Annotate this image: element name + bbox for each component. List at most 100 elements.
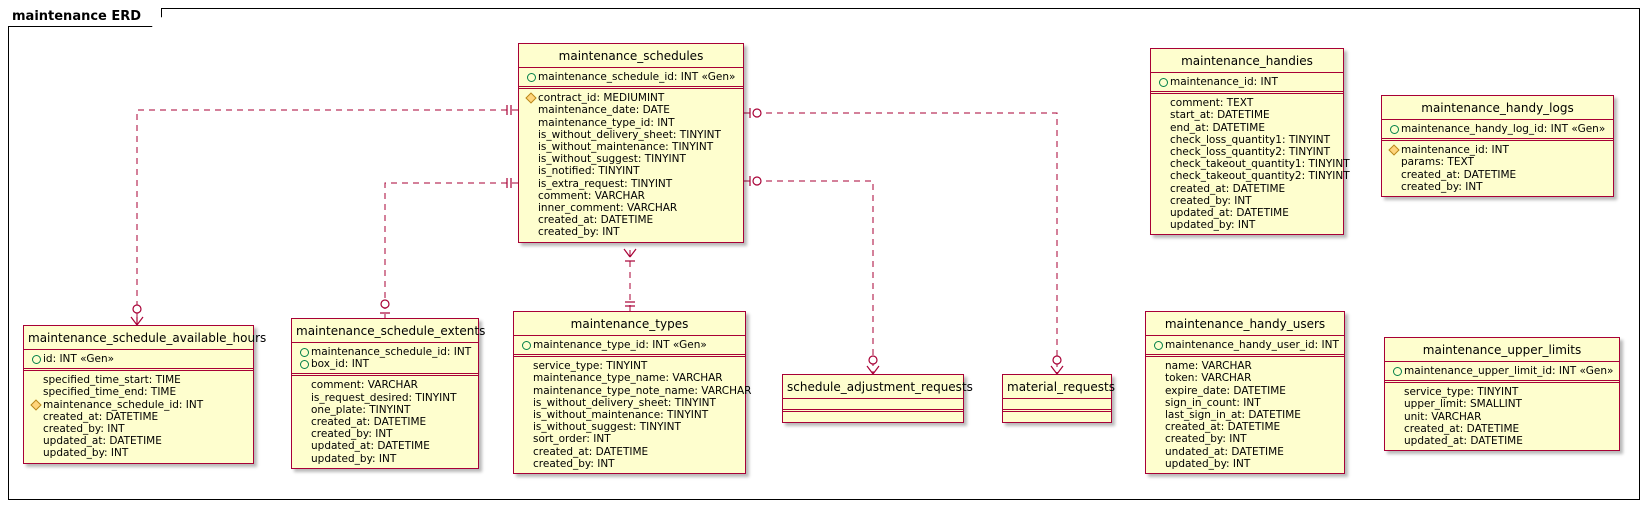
primary-key-field: id: INT «Gen» (30, 353, 249, 365)
entity-title: material_requests (1007, 380, 1115, 394)
crowfoot-mark (130, 316, 138, 326)
field-text: comment: VARCHAR (311, 379, 418, 392)
attribute-section (1003, 409, 1111, 422)
field-text: is_without_suggest: TINYINT (533, 421, 681, 434)
field-text: created_at: DATETIME (1404, 422, 1520, 435)
field-text: created_by: INT (1170, 194, 1252, 207)
field-text: updated_by: INT (1165, 457, 1251, 470)
zero-circle-mark (1052, 355, 1062, 365)
primary-key-field: maintenance_upper_limit_id: INT «Gen» (1391, 365, 1615, 377)
field-text: is_without_maintenance: TINYINT (533, 409, 709, 422)
field-text: maintenance_handy_user_id: INT (1165, 339, 1339, 351)
attribute-field: created_at: DATETIME (1157, 183, 1339, 195)
diagram-frame (8, 8, 1640, 500)
field-text: maintenance_type_name: VARCHAR (533, 372, 723, 385)
attribute-field: expire_date: DATETIME (1152, 385, 1340, 397)
attribute-field: is_without_suggest: TINYINT (520, 421, 741, 433)
zero-circle-mark (132, 304, 142, 314)
attribute-field: is_without_delivery_sheet: TINYINT (520, 397, 741, 409)
field-text: service_type: TINYINT (533, 360, 648, 373)
field-text: is_without_delivery_sheet: TINYINT (533, 396, 716, 409)
field-text: maintenance_schedule_id: INT «Gen» (538, 71, 736, 83)
entity-maintenance-schedules[interactable]: maintenance_schedules maintenance_schedul… (518, 43, 744, 243)
field-text: start_at: DATETIME (1170, 109, 1270, 122)
attribute-field: unit: VARCHAR (1391, 411, 1615, 423)
entity-maintenance-handy-logs[interactable]: maintenance_handy_logs maintenance_handy_… (1381, 95, 1614, 198)
field-text: maintenance_type_id: INT «Gen» (533, 339, 707, 351)
field-text: end_at: DATETIME (1170, 121, 1265, 134)
entity-title: maintenance_handy_users (1164, 317, 1326, 331)
primary-key-field: maintenance_schedule_id: INT (298, 346, 474, 358)
field-text: specified_time_end: TIME (43, 386, 177, 399)
field-text: created_at: DATETIME (1165, 421, 1281, 434)
crowfoot-mark (872, 365, 880, 375)
attribute-field: updated_at: DATETIME (1391, 435, 1615, 447)
entity-title: maintenance_handy_logs (1421, 101, 1574, 115)
attribute-field: sort_order: INT (520, 433, 741, 445)
field-text: created_at: DATETIME (1170, 182, 1286, 195)
attribute-field: updated_by: INT (298, 453, 474, 465)
attribute-field: params: TEXT (1388, 156, 1609, 168)
field-text: updated_at: DATETIME (1170, 207, 1289, 220)
field-text: maintenance_handy_log_id: INT «Gen» (1401, 123, 1606, 135)
attribute-field: created_by: INT (1157, 195, 1339, 207)
field-text: created_by: INT (311, 428, 393, 441)
field-text: is_request_desired: TINYINT (311, 391, 457, 404)
primary-key-section: maintenance_handy_log_id: INT «Gen» (1382, 119, 1613, 138)
attribute-field: is_without_maintenance: TINYINT (525, 141, 739, 153)
field-text: created_by: INT (538, 226, 620, 239)
entity-maintenance-handy-users[interactable]: maintenance_handy_users maintenance_handy… (1145, 311, 1345, 475)
attribute-field: created_at: DATETIME (30, 411, 249, 423)
field-text: created_at: DATETIME (311, 416, 427, 429)
field-text: updated_by: INT (43, 447, 129, 460)
attribute-field: undated_at: DATETIME (1152, 446, 1340, 458)
zero-circle-mark (868, 355, 878, 365)
attribute-field: sign_in_count: INT (1152, 397, 1340, 409)
attribute-field: start_at: DATETIME (1157, 109, 1339, 121)
primary-key-field: maintenance_type_id: INT «Gen» (520, 339, 741, 351)
attribute-field: created_at: DATETIME (520, 446, 741, 458)
field-text: service_type: TINYINT (1404, 386, 1519, 399)
field-text: sign_in_count: INT (1165, 396, 1261, 409)
entity-schedule-adjustment-requests[interactable]: schedule_adjustment_requests (782, 374, 973, 423)
field-text: name: VARCHAR (1165, 360, 1252, 373)
attribute-field: updated_at: DATETIME (298, 440, 474, 452)
field-text: created_by: INT (533, 457, 615, 470)
entity-material-requests[interactable]: material_requests (1002, 374, 1115, 423)
field-text: is_without_delivery_sheet: TINYINT (538, 128, 721, 141)
field-text: specified_time_start: TIME (43, 374, 181, 387)
attribute-field: updated_by: INT (1152, 458, 1340, 470)
primary-key-section: maintenance_upper_limit_id: INT «Gen» (1385, 361, 1619, 380)
primary-key-field: box_id: INT (298, 358, 474, 370)
zero-circle-mark (380, 299, 390, 309)
attribute-field: created_by: INT (520, 458, 741, 470)
field-text: check_takeout_quantity2: TINYINT (1170, 170, 1350, 183)
field-text: contract_id: MEDIUMINT (538, 92, 665, 105)
attribute-field: created_at: DATETIME (1391, 423, 1615, 435)
attribute-field: is_request_desired: TINYINT (298, 392, 474, 404)
primary-key-section: maintenance_handy_user_id: INT (1146, 335, 1344, 354)
entity-title: maintenance_schedules (558, 49, 704, 63)
entity-title: maintenance_schedule_extents (296, 324, 486, 338)
entity-maintenance-schedule-extents[interactable]: maintenance_schedule_extents maintenance_… (291, 318, 486, 469)
field-text: updated_at: DATETIME (311, 440, 430, 453)
attribute-field: inner_comment: VARCHAR (525, 202, 739, 214)
field-text: created_at: DATETIME (43, 410, 159, 423)
attribute-field: is_notified: TINYINT (525, 165, 739, 177)
primary-key-section: id: INT «Gen» (24, 349, 253, 368)
attribute-field: check_takeout_quantity1: TINYINT (1157, 158, 1350, 170)
attribute-field: comment: VARCHAR (525, 190, 739, 202)
field-text: created_at: DATETIME (538, 214, 654, 227)
field-text: is_notified: TINYINT (538, 165, 640, 178)
attribute-field: created_at: DATETIME (525, 214, 739, 226)
field-text: check_loss_quantity1: TINYINT (1170, 133, 1330, 146)
primary-key-field: maintenance_handy_user_id: INT (1152, 339, 1340, 351)
field-text: check_takeout_quantity1: TINYINT (1170, 158, 1350, 171)
